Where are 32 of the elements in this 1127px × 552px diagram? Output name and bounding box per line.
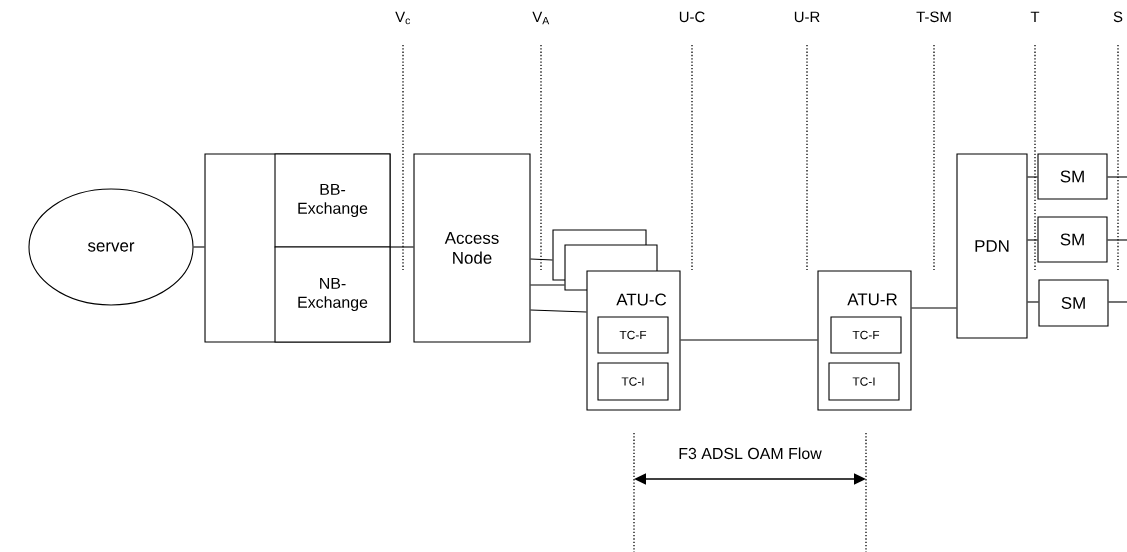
interface-label: U-C — [679, 11, 705, 23]
connector-line — [1027, 176, 1038, 178]
block-box: Access Node — [413, 153, 531, 343]
connector-line — [680, 339, 818, 341]
interface-label: U-R — [794, 11, 820, 23]
block-box: SM — [1038, 279, 1109, 327]
connector-line — [530, 309, 587, 313]
interface-label: V$_{A}$ — [532, 11, 550, 25]
connector-line — [530, 284, 565, 286]
block-box: NB- Exchange — [274, 246, 391, 343]
block-box: SM — [1037, 153, 1108, 200]
interface-label: T — [1030, 11, 1040, 22]
interface-label: S — [1113, 11, 1123, 23]
connector-line — [390, 246, 414, 248]
block-box: TC-I — [828, 362, 900, 401]
block-box: SM — [1037, 216, 1108, 263]
flow-label: F3 ADSL OAM Flow — [679, 447, 822, 460]
connector-line — [911, 307, 957, 309]
block-box: PDN — [956, 153, 1028, 339]
block-box: TC-I — [597, 362, 669, 401]
interface-label: V$_{c}$ — [395, 11, 411, 25]
connector-line — [1107, 176, 1127, 178]
interface-label: T-SM — [916, 11, 951, 23]
connector-line — [1107, 239, 1127, 241]
block-box: BB- Exchange — [274, 153, 391, 248]
connector-line — [1027, 301, 1039, 303]
connector-line — [193, 246, 205, 248]
block-box: TC-F — [830, 316, 902, 354]
connector-line — [1027, 239, 1038, 241]
connector-line — [530, 258, 553, 261]
connector-line — [1108, 301, 1127, 303]
block-box: TC-F — [597, 316, 669, 354]
